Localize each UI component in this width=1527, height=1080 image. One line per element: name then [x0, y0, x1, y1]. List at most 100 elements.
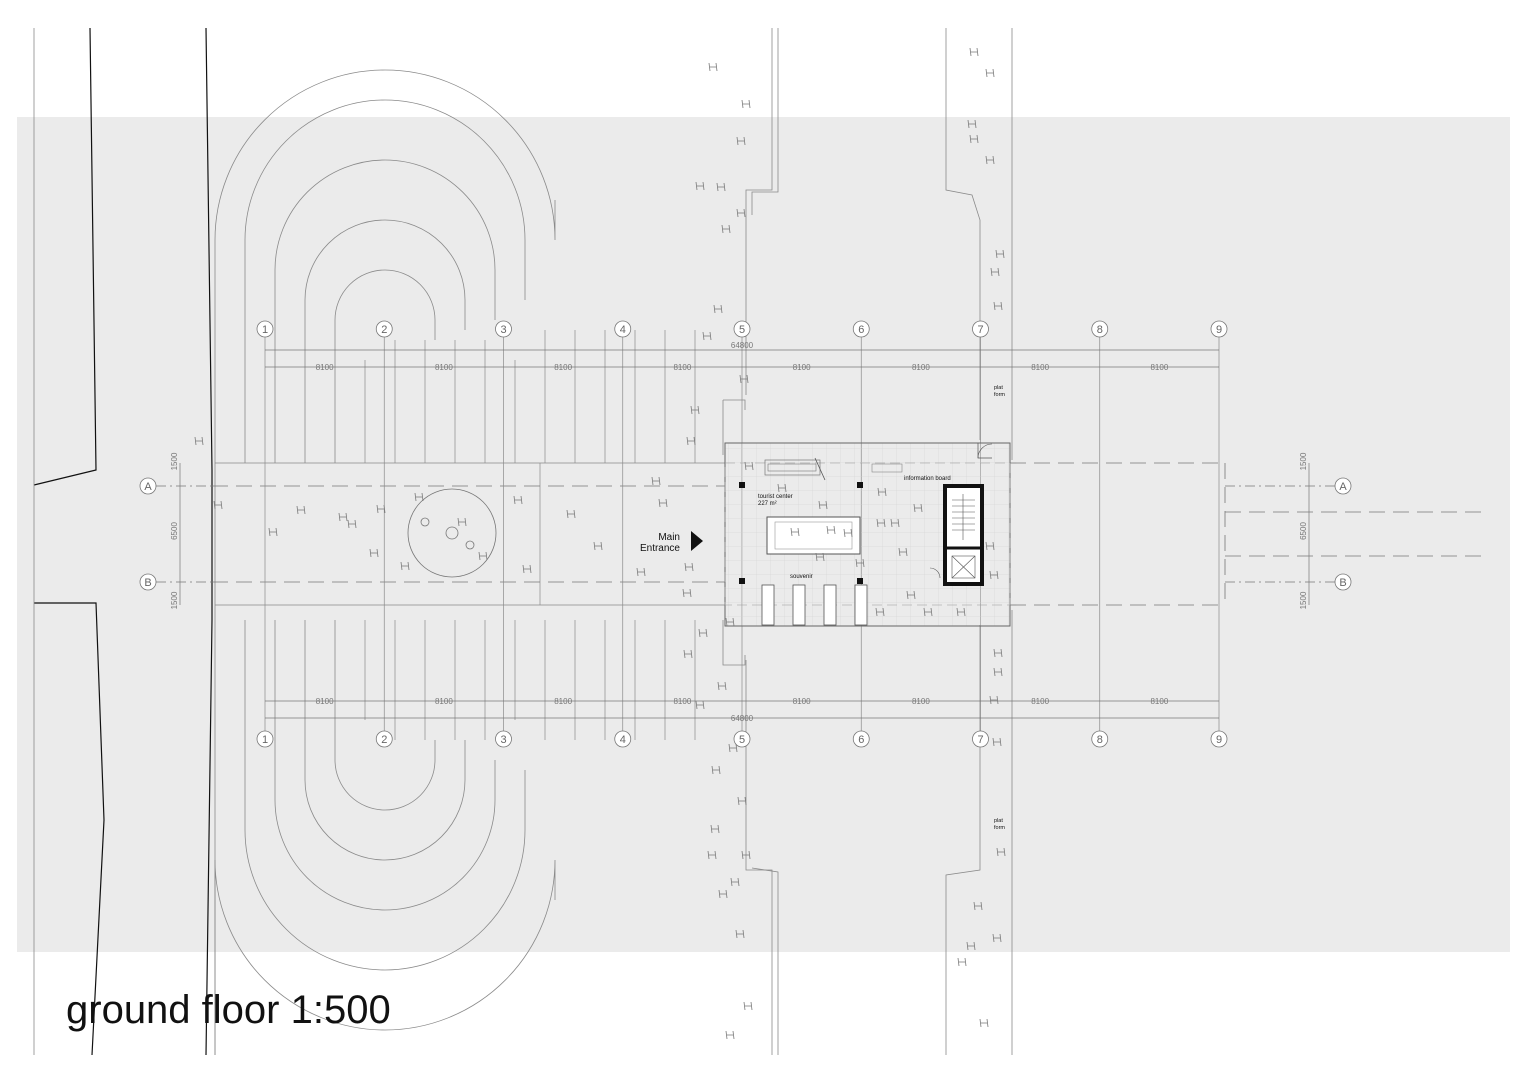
annotations: Main Entrance tourist center 227 m² info…: [640, 385, 1005, 831]
row-dimension-label: 6500: [170, 522, 179, 540]
person-figure: [718, 889, 728, 899]
grid-bubble-4: [614, 730, 632, 748]
platform-label-south-2: form: [994, 825, 1005, 831]
bay-dimension-label: 8100: [554, 363, 572, 372]
bay-dimension-label: 8100: [435, 697, 453, 706]
stair-core: [943, 484, 984, 586]
person-figure: [741, 99, 751, 109]
person-figure: [651, 476, 661, 486]
souvenir-label: souvenir: [790, 574, 813, 580]
person-figure: [725, 617, 735, 627]
person-figure: [985, 541, 995, 551]
person-figure: [296, 505, 306, 515]
grid-label-8: 8: [1097, 324, 1103, 336]
row-label-A: A: [144, 481, 152, 493]
entrance-arrow-icon: [691, 531, 703, 551]
person-figure: [730, 877, 740, 887]
person-figure: [815, 552, 825, 562]
bay-dimension-label: 8100: [1031, 363, 1049, 372]
row-dimension-label: 1500: [1299, 591, 1308, 609]
person-figure: [268, 527, 278, 537]
display-counter: [766, 516, 861, 555]
row-label-A: A: [1339, 481, 1347, 493]
grid-label-3: 3: [500, 734, 506, 746]
grid-label-9: 9: [1216, 734, 1222, 746]
person-figure: [338, 512, 348, 522]
person-figure: [737, 796, 747, 806]
grid-label-2: 2: [381, 734, 387, 746]
person-figure: [710, 824, 720, 834]
grid-bubble-9: [1210, 730, 1228, 748]
person-figure: [744, 461, 754, 471]
main-entrance-label-2: Entrance: [640, 543, 680, 554]
grid-label-8: 8: [1097, 734, 1103, 746]
grid-bubble-8: [1091, 730, 1109, 748]
grid-bubble-9: [1210, 320, 1228, 338]
main-entrance-label-1: Main: [658, 532, 680, 543]
bay-dimension-label: 8100: [554, 697, 572, 706]
person-figure: [728, 743, 738, 753]
grid-bubble-7: [972, 320, 989, 338]
overall-dimension-label: 64800: [731, 714, 754, 723]
person-figure: [369, 548, 379, 558]
person-figure: [913, 503, 923, 513]
person-figure: [923, 607, 933, 617]
person-figure: [735, 929, 745, 939]
person-figure: [818, 500, 828, 510]
tourist-center-building: [691, 442, 1011, 627]
person-figure: [890, 518, 900, 528]
field-lines: [215, 330, 725, 740]
person-figure: [990, 267, 1000, 277]
bay-dimension-label: 8100: [1150, 697, 1168, 706]
bay-dimension-label: 8100: [1031, 697, 1049, 706]
souvenir-shelf-3: [823, 584, 837, 626]
person-figure: [790, 527, 800, 537]
grid-label-1: 1: [262, 734, 268, 746]
bay-dimension-label: 8100: [793, 697, 811, 706]
bay-dimension-label: 8100: [1150, 363, 1168, 372]
person-figure: [400, 561, 410, 571]
platform-label-south-1: plat: [994, 818, 1003, 824]
walkway: [212, 462, 1487, 606]
person-figure: [708, 62, 718, 72]
platform-label-north-1: plat: [994, 385, 1003, 391]
souvenir-shelf-4: [854, 584, 868, 626]
row-dimension-label: 1500: [170, 591, 179, 609]
grid-label-6: 6: [858, 324, 864, 336]
grid-bubble-1: [256, 320, 274, 338]
person-figure: [995, 249, 1005, 259]
person-figure: [695, 700, 705, 710]
souvenir-shelf-1: [761, 584, 775, 626]
grid-bubble-6: [852, 730, 870, 748]
grid-label-2: 2: [381, 324, 387, 336]
person-figure: [213, 500, 223, 510]
grid-label-5: 5: [739, 324, 745, 336]
person-figure: [969, 134, 979, 144]
person-figure: [695, 181, 705, 191]
bay-dimension-label: 8100: [316, 697, 334, 706]
grid-bubble-6: [852, 320, 870, 338]
person-figure: [967, 119, 977, 129]
person-figure: [716, 182, 726, 192]
person-figure: [898, 547, 908, 557]
person-figure: [973, 901, 983, 911]
grid-label-7: 7: [977, 324, 983, 336]
person-figure: [376, 504, 386, 514]
grid-label-4: 4: [620, 734, 626, 746]
grid-label-7: 7: [977, 734, 983, 746]
row-dimension-label: 1500: [170, 452, 179, 470]
bay-dimension-label: 8100: [912, 697, 930, 706]
bay-dimension-label: 8100: [673, 697, 691, 706]
person-figure: [736, 136, 746, 146]
person-figure: [711, 765, 721, 775]
person-figure: [741, 850, 751, 860]
person-figure: [522, 564, 532, 574]
bay-dimension-label: 8100: [673, 363, 691, 372]
person-figure: [739, 374, 749, 384]
grid-bubble-4: [614, 320, 632, 338]
grid-bubble-5: [733, 320, 751, 338]
person-figure: [996, 847, 1006, 857]
